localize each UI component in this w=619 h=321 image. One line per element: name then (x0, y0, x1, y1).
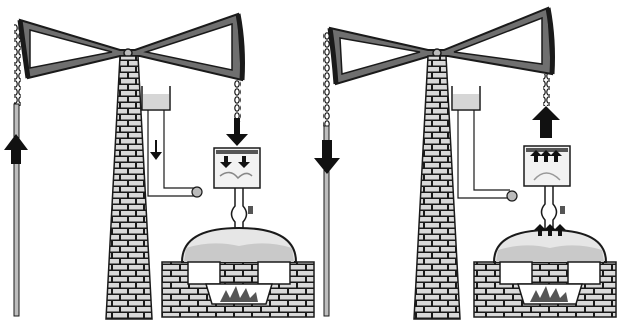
chain-icon (323, 32, 330, 128)
cylinder (191, 118, 261, 232)
water-tank (451, 86, 512, 199)
brick-tower (413, 55, 461, 320)
beam (327, 6, 555, 86)
fire-icon (220, 286, 258, 302)
pump-rod (13, 103, 20, 317)
beam (17, 12, 245, 82)
boiler (473, 224, 617, 318)
arrow-down-icon (314, 140, 340, 174)
panel-right (314, 6, 617, 320)
fire-icon (530, 286, 568, 302)
water-tank (141, 86, 200, 197)
chain-icon (234, 80, 241, 122)
chain-icon (14, 24, 21, 106)
arrow-up-icon (532, 106, 560, 138)
brick-tower (105, 55, 153, 320)
valve-icon (506, 190, 518, 202)
chain-icon (543, 74, 550, 106)
panel-left (4, 12, 315, 320)
cylinder (506, 106, 571, 230)
arrow-down-icon (150, 140, 162, 160)
arrow-up-icon (4, 134, 28, 164)
boiler (161, 226, 315, 318)
valve-icon (191, 186, 203, 198)
pump-rod (323, 125, 330, 317)
